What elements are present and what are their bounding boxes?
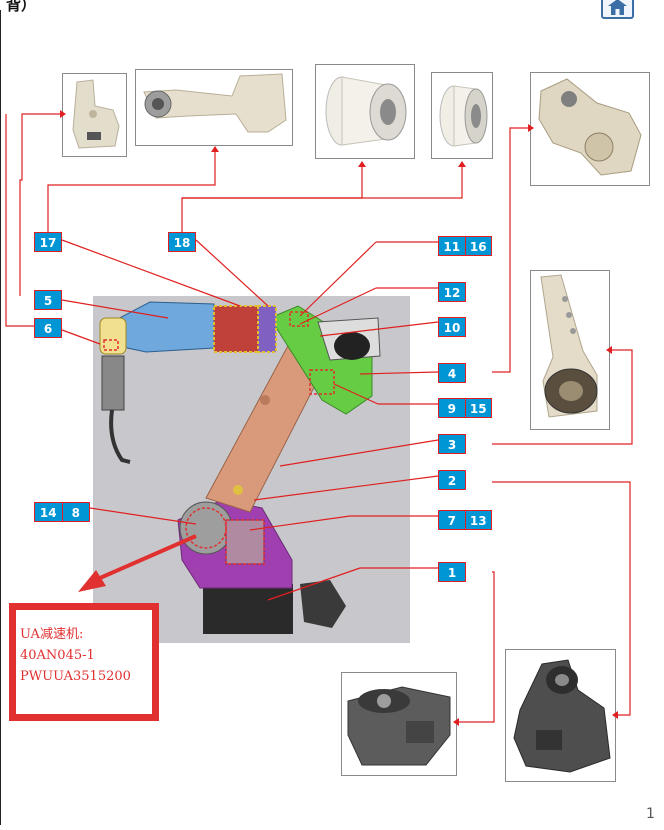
callout-line-3: PWUUA3515200 [20,669,131,684]
wrist-housing [99,317,127,355]
label-18: 18 [168,232,196,252]
welding-torch-body [101,355,125,411]
photo-elbow-housing [530,72,650,186]
callout-line-1: UA减速机: [20,627,84,642]
j4-reducer-housing [213,305,261,353]
home-button[interactable] [601,0,634,19]
photo-upper-arm [135,69,293,146]
page-number: 1 [646,806,655,822]
welding-torch-cable [109,409,131,464]
photo-turret-housing [505,649,616,782]
j2-motor [179,501,233,555]
photo-reducer-shell-small [431,72,493,159]
robot-base [203,584,293,634]
callout-line-2: 40AN045-1 [20,648,95,663]
photo-wrist-housing [62,73,127,157]
elbow-housing [269,305,373,415]
label-10: 10 [438,317,466,337]
photo-forearm [530,270,610,430]
label-5: 5 [34,290,62,310]
label-4: 4 [438,363,466,383]
photo-reducer-shell-large [315,64,415,159]
photo-base-housing [341,672,457,776]
label-17: 17 [34,232,62,252]
base-connector [300,580,346,628]
label-6: 6 [34,318,62,338]
leader-lines [5,113,633,723]
label-2: 2 [438,470,466,490]
leader-arrowheads [60,110,618,726]
callout-arrow [99,534,197,580]
header-title-fragment: 背） [6,0,37,14]
j1-motor [225,519,265,565]
label-1: 1 [438,562,466,582]
page-left-rule [0,10,1,825]
reducer-callout-box: UA减速机: 40AN045-1 PWUUA3515200 [9,603,159,721]
home-icon [608,0,627,15]
label-12: 12 [438,282,466,302]
label-3: 3 [438,434,466,454]
